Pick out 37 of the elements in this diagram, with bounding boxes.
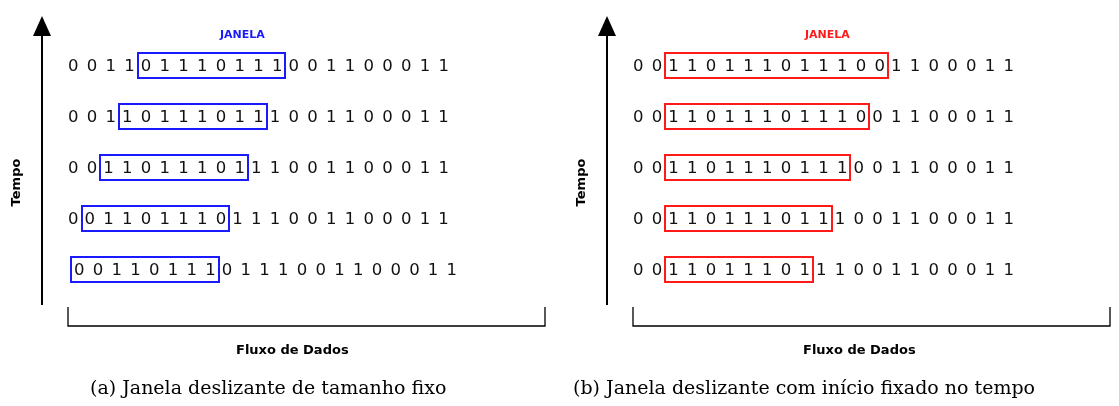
axis-label: Fluxo de Dados xyxy=(803,342,916,357)
bit-sequence: 0 0 1 1 xyxy=(68,56,135,75)
window-box: 1 1 0 1 1 1 0 1 1 xyxy=(664,205,833,232)
caption: (a) Janela deslizante de tamanho fixo xyxy=(90,376,447,398)
bit-sequence: 0 xyxy=(68,209,79,228)
bit-sequence: 0 0 xyxy=(633,56,663,75)
bit-sequence: 1 0 0 1 1 0 0 0 1 1 xyxy=(269,107,449,126)
bit-sequence: 0 1 1 1 0 0 1 1 0 0 0 1 1 xyxy=(221,260,458,279)
window-box: 1 1 0 1 1 1 0 1 1 1 xyxy=(664,154,852,181)
bit-sequence: 0 0 xyxy=(633,158,663,177)
axis-label: Tempo xyxy=(8,158,24,207)
window-heading: JANELA xyxy=(220,28,265,41)
bit-sequence: 0 0 xyxy=(633,107,663,126)
bit-sequence: 0 0 1 1 0 0 0 1 1 xyxy=(853,158,1014,177)
bit-sequence: 0 0 xyxy=(633,209,663,228)
window-box: 1 1 0 1 1 1 0 1 1 1 0 0 xyxy=(664,52,889,79)
bit-sequence: 0 0 1 1 0 0 0 1 1 xyxy=(288,56,449,75)
window-box: 1 0 1 1 1 0 1 1 xyxy=(118,103,268,130)
window-box: 0 0 1 1 0 1 1 1 xyxy=(70,256,220,283)
bit-sequence: 1 1 0 0 1 1 0 0 0 1 1 xyxy=(250,158,449,177)
caption: (b) Janela deslizante com início fixado no tempo xyxy=(573,376,1035,398)
bit-sequence: 1 1 0 0 0 1 1 xyxy=(890,56,1014,75)
window-box: 1 1 0 1 1 1 0 1 xyxy=(664,256,814,283)
window-box: 0 1 1 0 1 1 1 0 xyxy=(80,205,231,232)
axis-label: Fluxo de Dados xyxy=(236,342,349,357)
window-box: 1 1 0 1 1 1 0 1 1 1 0 xyxy=(664,103,871,130)
bit-sequence: 0 0 xyxy=(633,260,663,279)
bit-sequence: 0 0 1 xyxy=(68,107,116,126)
window-heading: JANELA xyxy=(805,28,850,41)
bit-sequence: 1 1 0 0 1 1 0 0 0 1 1 xyxy=(815,260,1014,279)
bit-sequence: 0 1 1 0 0 0 1 1 xyxy=(872,107,1014,126)
bit-sequence: 1 0 0 1 1 0 0 0 1 1 xyxy=(834,209,1014,228)
window-box: 0 1 1 1 0 1 1 1 xyxy=(136,52,287,79)
axis-label: Tempo xyxy=(573,158,589,207)
bit-sequence: 0 0 xyxy=(68,158,98,177)
bit-sequence: 1 1 1 0 0 1 1 0 0 0 1 1 xyxy=(232,209,449,228)
window-box: 1 1 0 1 1 1 0 1 xyxy=(99,154,249,181)
